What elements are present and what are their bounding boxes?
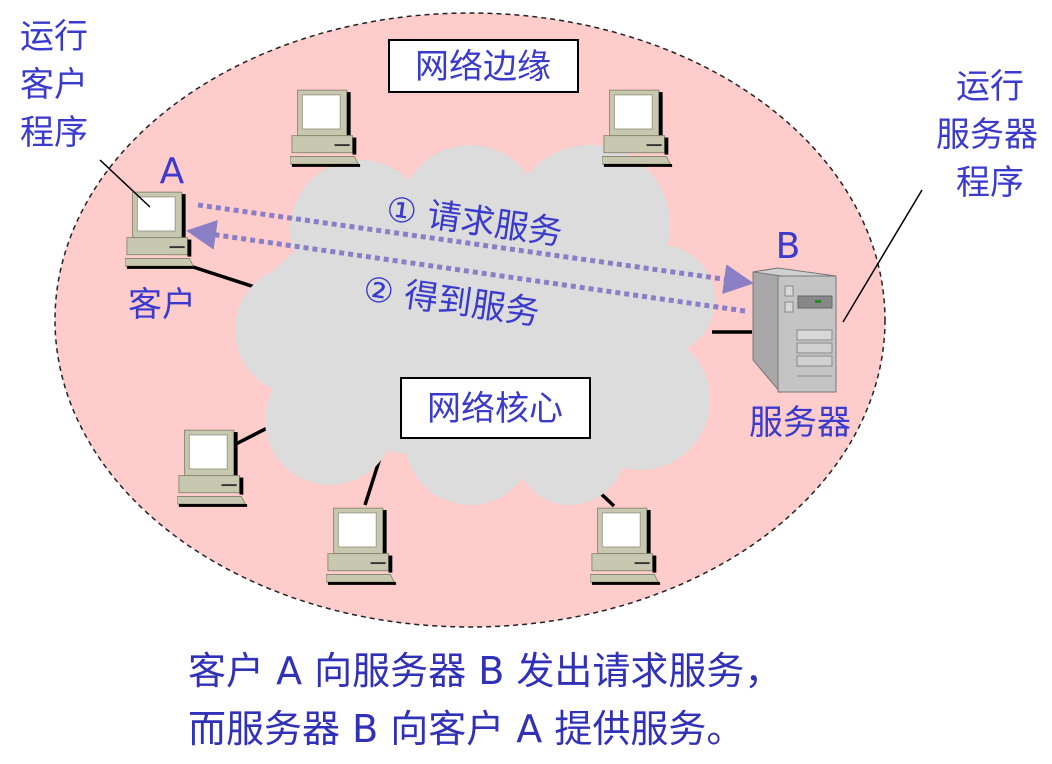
response-arrow xyxy=(186,220,746,314)
network-core-box xyxy=(400,377,591,439)
svg-text:运行: 运行 xyxy=(956,67,1024,107)
client-program-pointer xyxy=(99,159,151,208)
network-edge-label: 网络边缘 xyxy=(415,47,551,87)
caption-line-1: 客户 A 向服务器 B 发出请求服务， xyxy=(188,649,782,693)
svg-text:客户: 客户 xyxy=(20,65,88,105)
node-b-label: B xyxy=(776,226,801,267)
svg-text:程序: 程序 xyxy=(956,163,1024,203)
client-program-label: 运行 客户 程序 xyxy=(20,17,88,153)
request-arrow xyxy=(197,202,754,295)
network-core-cloud xyxy=(235,145,715,505)
network-edge-box xyxy=(388,39,579,93)
server-b-icon xyxy=(752,267,837,394)
svg-text:服务器: 服务器 xyxy=(936,115,1038,155)
server-label: 服务器 xyxy=(749,403,851,443)
server-program-label: 运行 服务器 程序 xyxy=(936,67,1038,203)
client-label: 客户 xyxy=(128,285,196,325)
svg-text:程序: 程序 xyxy=(20,113,88,153)
server-program-pointer xyxy=(842,189,923,323)
network-core-label: 网络核心 xyxy=(427,389,563,429)
caption-line-2: 而服务器 B 向客户 A 提供服务。 xyxy=(188,707,744,751)
svg-text:运行: 运行 xyxy=(20,17,88,57)
node-a-label: A xyxy=(160,151,185,192)
